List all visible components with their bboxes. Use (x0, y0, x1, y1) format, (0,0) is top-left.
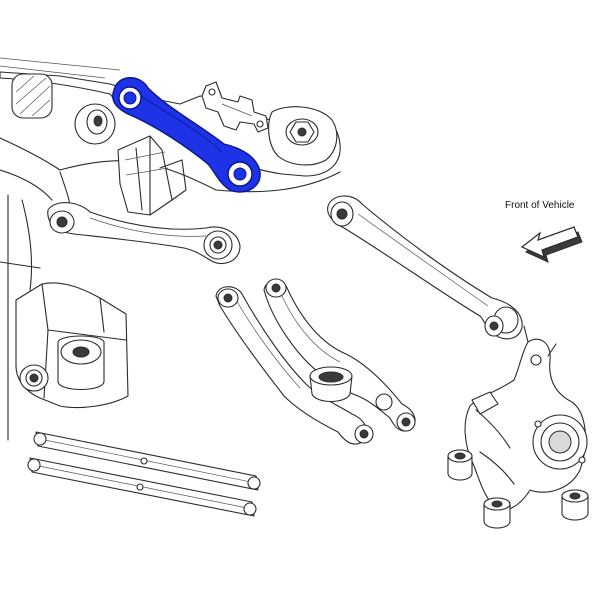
toe-link-arm (327, 195, 523, 340)
arrow-down-left-icon (520, 226, 583, 263)
front-of-vehicle-label: Front of Vehicle (505, 200, 575, 211)
lower-wishbone (215, 278, 416, 445)
front-of-vehicle-indicator: Front of Vehicle (505, 200, 583, 263)
wheel-carrier (464, 325, 588, 511)
highlighted-control-arm (112, 77, 261, 193)
bushing-a (447, 449, 473, 481)
bushing-c (561, 489, 589, 521)
lower-camber-arm (47, 202, 241, 264)
bushing-b (483, 497, 511, 529)
tie-bar-upper (33, 431, 261, 491)
sensor-bracket (201, 81, 269, 133)
subframe-lower-mount (15, 282, 129, 409)
tie-bar-lower (27, 457, 257, 517)
